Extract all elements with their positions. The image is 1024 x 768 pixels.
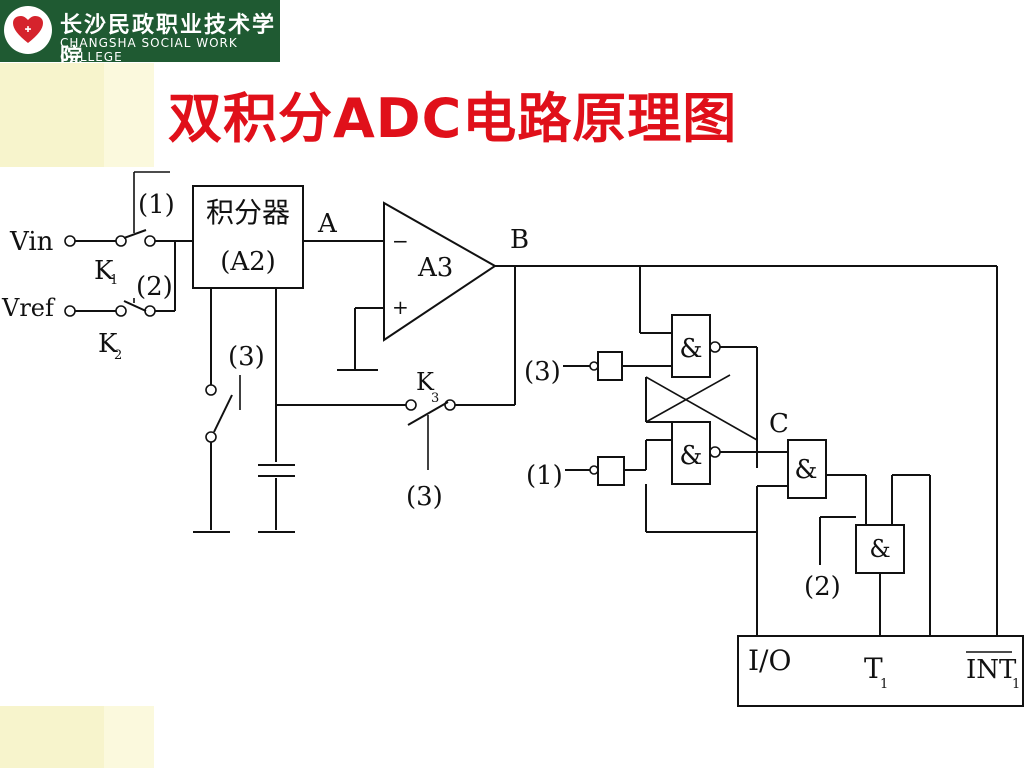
node-a-label: A	[317, 209, 338, 239]
integrator-block	[192, 185, 304, 289]
k2-subscript: 2	[114, 348, 122, 363]
comparator-label: A3	[417, 253, 453, 283]
k3-label: K	[416, 368, 435, 396]
k2-label: K	[98, 329, 118, 359]
comparator-a3	[383, 201, 497, 342]
int1-port-label: INT	[966, 655, 1017, 685]
and-counter-label: &	[869, 535, 890, 563]
switch-contact	[144, 235, 156, 247]
decor-block	[0, 706, 104, 768]
ff-input3-label: (3)	[524, 357, 561, 387]
k1-subscript: 1	[110, 273, 118, 288]
ff-input1-label: (1)	[526, 461, 563, 491]
vref-label: Vref	[1, 294, 56, 322]
wire	[645, 374, 731, 423]
switch-contact	[405, 399, 417, 411]
switch-contact	[144, 305, 156, 317]
io-port-label: I/O	[748, 644, 791, 677]
decor-block	[0, 63, 104, 167]
and-gate-c	[787, 439, 827, 499]
heart-icon: ✚	[13, 16, 43, 43]
slide-title: 双积分ADC电路原理图	[168, 87, 738, 150]
nand-lower-label: &	[679, 441, 702, 471]
inverter-gate	[597, 351, 623, 381]
decor-block	[104, 706, 154, 768]
t1-subscript: 1	[880, 677, 888, 692]
plus-sign: +	[392, 295, 409, 319]
switch3-bottom-label: (3)	[406, 482, 443, 512]
mcu-port-block	[737, 635, 1024, 707]
reset-switch-arm	[213, 394, 233, 433]
output-bubble	[709, 341, 721, 353]
node-c-label: C	[769, 409, 789, 439]
k3-subscript: 3	[431, 391, 439, 406]
switch-contact	[444, 399, 456, 411]
college-logo: ✚	[4, 6, 52, 54]
and-c-label: &	[794, 455, 817, 485]
switch1-label: (1)	[138, 190, 175, 220]
switch-contact	[205, 384, 217, 396]
vin-label: Vin	[9, 227, 54, 257]
switch2-label: (2)	[136, 272, 173, 302]
wire	[645, 376, 758, 441]
gate2-input-label: (2)	[804, 572, 841, 602]
output-bubble	[709, 446, 721, 458]
inverter-gate	[597, 456, 625, 486]
integrator-sublabel: (A2)	[220, 247, 276, 277]
k2-switch-arm	[123, 300, 147, 312]
k1-switch-arm	[123, 229, 147, 239]
minus-sign: −	[392, 229, 409, 253]
inverter-bubble	[589, 361, 599, 371]
t1-port-label: T	[864, 652, 883, 685]
switch-contact	[115, 235, 127, 247]
inverter-bubble	[589, 465, 599, 475]
node-b-label: B	[510, 225, 529, 255]
int1-subscript: 1	[1012, 677, 1020, 692]
k1-label: K	[94, 256, 114, 286]
nand-upper-label: &	[679, 334, 702, 364]
college-name-en: CHANGSHA SOCIAL WORK COLLEGE	[60, 36, 238, 64]
switch-contact	[115, 305, 127, 317]
vin-terminal	[64, 235, 76, 247]
switch3-left-label: (3)	[228, 342, 265, 372]
svg-text:✚: ✚	[25, 25, 32, 34]
decor-block	[104, 63, 154, 167]
k3-switch-arm	[407, 401, 449, 426]
vref-terminal	[64, 305, 76, 317]
switch-contact	[205, 431, 217, 443]
integrator-label: 积分器	[206, 196, 290, 229]
